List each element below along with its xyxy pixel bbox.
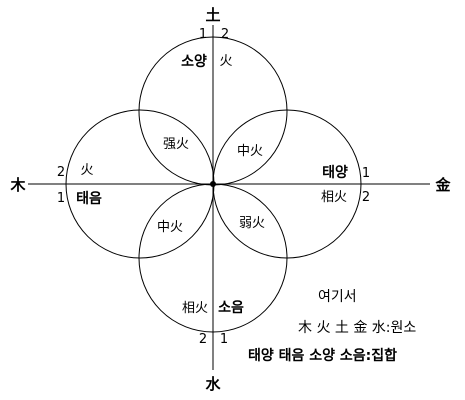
left-circle-element: 火 xyxy=(80,163,93,178)
bottom-circle-name: 소음 xyxy=(218,300,244,316)
bottom-circle-element: 相火 xyxy=(182,301,208,316)
overlap-lower-left: 中火 xyxy=(157,220,183,235)
left-num-bottom: 1 xyxy=(57,191,65,206)
right-circle-name: 태양 xyxy=(322,165,348,181)
overlap-upper-right: 中火 xyxy=(237,144,263,159)
right-num-top: 1 xyxy=(362,166,370,181)
center-point xyxy=(210,181,216,187)
overlap-upper-left: 强火 xyxy=(163,137,189,152)
top-circle-element: 火 xyxy=(219,54,232,69)
left-num-top: 2 xyxy=(57,165,65,180)
axis-label-right: 金 xyxy=(434,176,451,194)
right-num-bottom: 2 xyxy=(362,190,370,205)
axis-label-left: 木 xyxy=(9,176,26,194)
right-circle-element: 相火 xyxy=(321,190,347,205)
top-circle-name: 소양 xyxy=(181,54,207,70)
legend-line-elements: 木 火 土 金 水:원소 xyxy=(298,320,416,336)
axis-label-top: 土 xyxy=(205,6,220,24)
bottom-num-left: 2 xyxy=(199,332,207,347)
left-circle-name: 태음 xyxy=(76,191,102,207)
top-num-left: 1 xyxy=(199,27,207,42)
legend-title: 여기서 xyxy=(318,289,357,305)
top-num-right: 2 xyxy=(221,27,229,42)
bottom-num-right: 1 xyxy=(220,332,228,347)
axis-label-bottom: 水 xyxy=(205,375,221,393)
overlap-lower-right: 弱火 xyxy=(239,216,265,231)
legend-line-sets: 태양 태음 소양 소음:집합 xyxy=(248,347,397,364)
